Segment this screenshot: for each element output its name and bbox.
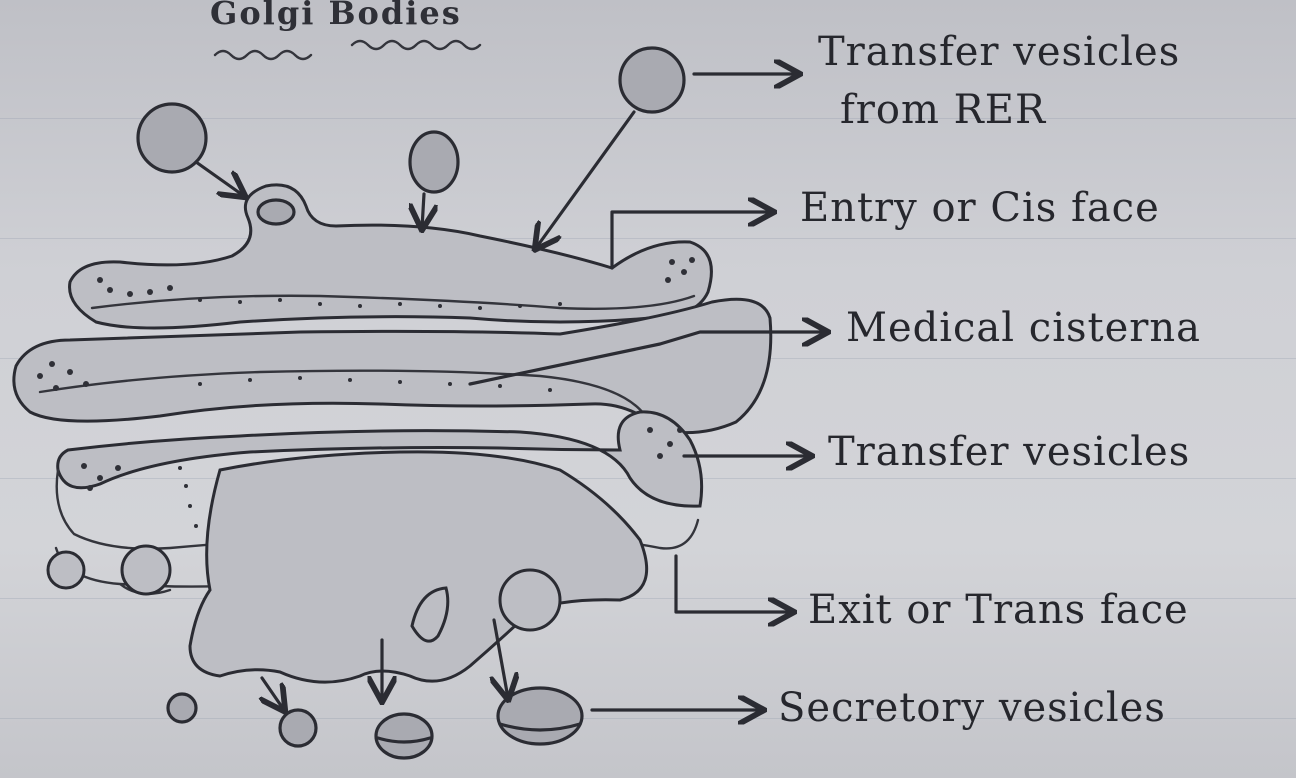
- label-transfer-vesicles-rer: Transfer vesicles: [818, 32, 1180, 72]
- label-exit-trans-face: Exit or Trans face: [808, 590, 1189, 630]
- label-secretory-vesicles: Secretory vesicles: [778, 688, 1166, 728]
- title-underline: [352, 41, 480, 49]
- trans-golgi-network: [190, 452, 647, 682]
- incoming-vesicle: [620, 48, 684, 112]
- vesicle-arrow: [422, 194, 424, 228]
- label-entry-cis-face: Entry or Cis face: [800, 188, 1160, 228]
- leader-arrow: [676, 556, 792, 612]
- vesicle-arrow: [196, 162, 244, 196]
- label-medical-cisterna: Medical cisterna: [846, 308, 1201, 348]
- secretory-vesicle: [280, 710, 316, 746]
- cis-face-cisterna: [70, 185, 712, 328]
- label-transfer-vesicles: Transfer vesicles: [828, 432, 1190, 472]
- secretory-vesicle: [376, 714, 432, 758]
- incoming-vesicle: [410, 132, 458, 192]
- vesicle-arrow: [262, 678, 284, 710]
- label-transfer-vesicles-rer-line2: from RER: [840, 90, 1046, 130]
- fusing-vesicle: [258, 200, 294, 224]
- budding-vesicle: [48, 552, 84, 588]
- secretory-vesicle: [498, 688, 582, 744]
- budding-vesicle: [122, 546, 170, 594]
- budding-vesicle: [500, 570, 560, 630]
- title-underline: [215, 51, 311, 59]
- secretory-vesicle: [168, 694, 196, 722]
- vesicle-arrow: [536, 112, 634, 248]
